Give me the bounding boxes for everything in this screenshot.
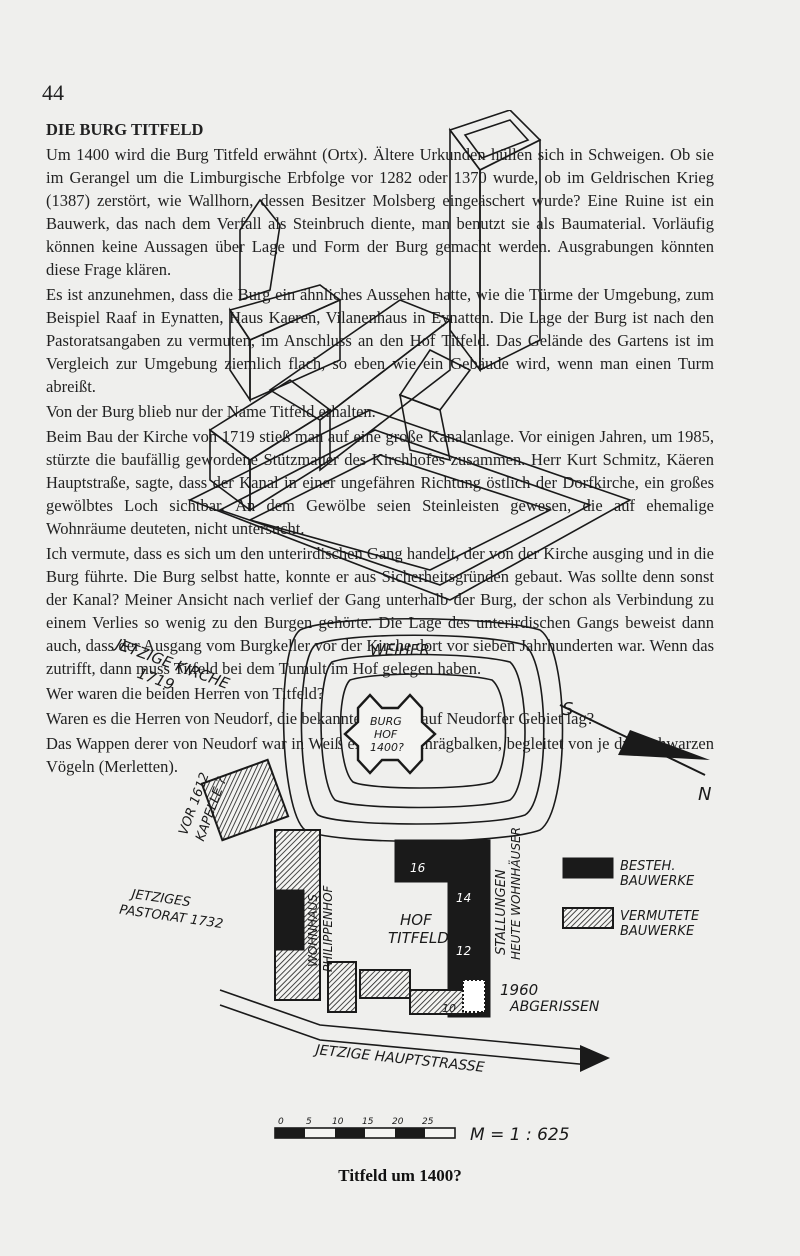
legend-existing-label: BESTEH.: [620, 859, 675, 874]
paragraph: Von der Burg blieb nur der Name Titfeld …: [46, 402, 376, 421]
label-castle: 1400?: [370, 741, 404, 754]
label-demolished: 1960: [500, 981, 538, 999]
house-number: 16: [410, 861, 426, 875]
legend-presumed-label: VERMUTETE: [620, 909, 700, 924]
legend-existing-label: BAUWERKE: [620, 874, 695, 889]
house-number: 12: [456, 944, 471, 958]
street-line: [219, 989, 591, 1051]
svg-text:STALLUNGEN: STALLUNGEN: [494, 869, 509, 955]
scale-tick-label: 15: [362, 1117, 374, 1127]
paragraph: Beim Bau der Kirche von 1719 stieß man a…: [46, 427, 714, 538]
street-arrow: [580, 1045, 610, 1072]
compass: [559, 704, 710, 776]
section-heading: DIE BURG TITFELD: [46, 120, 204, 139]
demolished-building: [462, 979, 486, 1013]
legend-existing-swatch: [562, 857, 614, 879]
compass-s-label: S: [562, 699, 573, 720]
legend-presumed-swatch: [562, 907, 614, 929]
paragraph: Waren es die Herren von Neudorf, die bek…: [46, 709, 595, 728]
label-farm: HOF: [400, 911, 432, 929]
page-number: 44: [42, 80, 64, 105]
paragraph: Es ist anzunehmen, dass die Burg ein ähn…: [46, 285, 714, 396]
existing-building: [394, 839, 491, 883]
body-text: DIE BURG TITFELD Um 1400 wird die Burg T…: [46, 118, 714, 780]
presumed-building: [327, 961, 357, 1013]
legend-presumed-label: BAUWERKE: [620, 924, 695, 939]
label-stables: STALLUNGEN HEUTE WOHNHÄUSER: [494, 827, 523, 960]
figure-caption: Titfeld um 1400?: [338, 1166, 462, 1185]
svg-text:WOHNHAUS: WOHNHAUS: [306, 894, 320, 967]
house-number: 10: [442, 1002, 456, 1015]
house-number: 14: [456, 891, 471, 905]
compass-n-label: N: [698, 784, 711, 805]
label-castle: HOF: [374, 728, 398, 741]
presumed-building: [359, 969, 411, 999]
paragraph: Wer waren die beiden Herren von Titfeld?: [46, 684, 325, 703]
scale-tick-label: 5: [306, 1117, 312, 1127]
label-church: JETZIGE KIRCHE 1719: [111, 634, 233, 694]
pond-moat: [282, 617, 564, 843]
scale-ratio-label: M = 1 : 625: [470, 1125, 570, 1145]
manor-solid-part: [275, 889, 305, 951]
castle-sketch: [188, 110, 632, 601]
label-rectory: JETZIGES PASTORAT 1732: [118, 887, 224, 932]
chapel-building: [200, 758, 290, 842]
label-farm: TITFELD: [388, 929, 449, 947]
svg-text:PHILIPPENHOF: PHILIPPENHOF: [321, 884, 335, 972]
scale-tick-label: 20: [392, 1117, 404, 1127]
svg-text:HEUTE WOHNHÄUSER: HEUTE WOHNHÄUSER: [508, 827, 523, 960]
label-manor: WOHNHAUS PHILIPPENHOF: [306, 884, 335, 972]
label-demolished: ABGERISSEN: [509, 999, 600, 1015]
label-castle: BURG: [370, 715, 402, 728]
scale-tick-label: 10: [332, 1117, 344, 1127]
scale-bar: [274, 1127, 456, 1139]
scale-tick-label: 25: [422, 1117, 434, 1127]
paragraph: Ich vermute, dass es sich um den unterir…: [46, 544, 714, 678]
street-line: [219, 1004, 591, 1066]
scale-tick-label: 0: [278, 1117, 284, 1127]
label-pond: WEIHER: [370, 641, 430, 659]
paragraph: Um 1400 wird die Burg Titfeld erwähnt (O…: [46, 145, 714, 279]
site-plan-drawing: JETZIGE KIRCHE 1719 VOR 1612 KAPELLE ? W…: [111, 110, 711, 1145]
